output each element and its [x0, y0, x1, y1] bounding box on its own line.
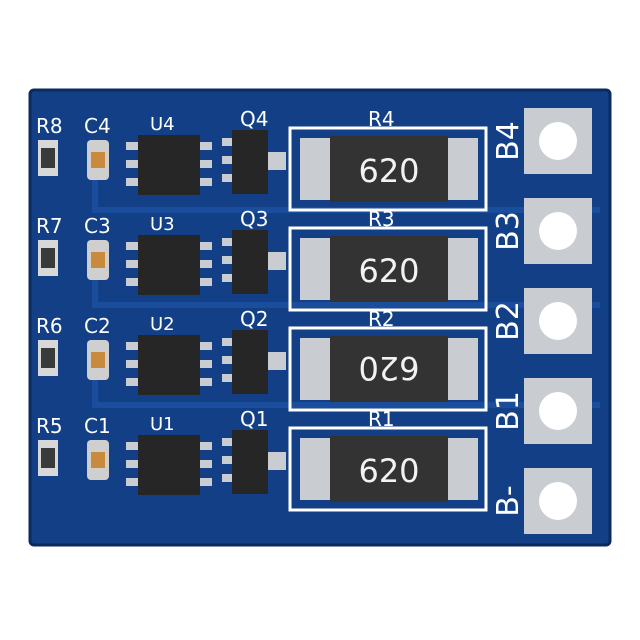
channel-row: R7 C3 U3 Q3 R3 620 B3	[36, 198, 600, 312]
capacitor-ref: C1	[84, 414, 111, 438]
mosfet-ref: Q1	[240, 407, 268, 431]
channel-row: R5 C1 U1 Q1 R1 620 B1	[36, 378, 592, 512]
small-resistor-ref: R7	[36, 214, 63, 238]
copper-trace	[92, 280, 600, 308]
pcb-substrate	[30, 90, 610, 545]
power-resistor-body	[330, 436, 448, 502]
terminal-ground: B-	[491, 468, 592, 534]
power-resistor-outline	[288, 126, 488, 212]
mosfet	[232, 330, 268, 394]
terminal-hole	[539, 302, 577, 340]
capacitor-ref: C4	[84, 114, 111, 138]
mosfet-ref: Q4	[240, 107, 268, 131]
power-resistor-body	[330, 136, 448, 202]
mosfet-ref: Q2	[240, 307, 268, 331]
power-resistor-pad-left	[300, 438, 332, 500]
power-resistor-pad-left	[300, 338, 332, 400]
power-resistor-ref: R2	[368, 307, 395, 331]
terminal-label: B4	[491, 121, 526, 161]
pcb-edge	[28, 88, 612, 547]
copper-trace	[92, 380, 600, 408]
terminal-hole	[539, 122, 577, 160]
power-resistor-outline	[288, 226, 488, 312]
mosfet	[232, 230, 268, 294]
power-resistor-pad-right	[446, 238, 478, 300]
channel-row: R8 C4 U4 Q4 R4 620 B4	[36, 107, 600, 213]
channel-row: R6 C2 U2 Q2 R2 620 B2	[36, 288, 600, 412]
small-resistor-ref: R6	[36, 314, 63, 338]
small-resistor-ref: R8	[36, 114, 63, 138]
terminal-hole	[539, 212, 577, 250]
ic-ref: U3	[150, 214, 175, 235]
power-resistor-pad-left	[300, 238, 332, 300]
mosfet-ref: Q3	[240, 207, 268, 231]
power-resistor-ref: R3	[368, 207, 395, 231]
power-resistor-pad-right	[446, 438, 478, 500]
mosfet	[232, 130, 268, 194]
power-resistor-value: 620	[358, 152, 419, 190]
power-resistor-value: 620	[358, 452, 419, 490]
power-resistor-value: 620	[358, 252, 419, 290]
ic-chip	[138, 435, 200, 495]
power-resistor-value: 620	[358, 349, 419, 387]
power-resistor-pad-right	[446, 338, 478, 400]
power-resistor-pad-left	[300, 138, 332, 200]
power-resistor-ref: R4	[368, 107, 395, 131]
power-resistor-outline	[288, 326, 488, 412]
small-resistor-ref: R5	[36, 414, 63, 438]
terminal-label: B3	[491, 211, 526, 251]
ic-ref: U4	[150, 114, 175, 135]
power-resistor-body	[330, 336, 448, 402]
ic-chip	[138, 235, 200, 295]
power-resistor-pad-right	[446, 138, 478, 200]
mosfet	[232, 430, 268, 494]
ic-ref: U1	[150, 414, 175, 435]
power-resistor-outline	[288, 426, 488, 512]
terminal-label: B2	[491, 301, 526, 341]
ic-chip	[138, 335, 200, 395]
ic-ref: U2	[150, 314, 175, 335]
power-resistor-ref: R1	[368, 407, 395, 431]
terminal-label: B1	[491, 391, 526, 431]
terminal-label: B-	[491, 485, 526, 516]
ic-chip	[138, 135, 200, 195]
power-resistor-body	[330, 236, 448, 302]
terminal-hole	[539, 392, 577, 430]
capacitor-ref: C2	[84, 314, 111, 338]
capacitor-ref: C3	[84, 214, 111, 238]
terminal-hole	[539, 482, 577, 520]
